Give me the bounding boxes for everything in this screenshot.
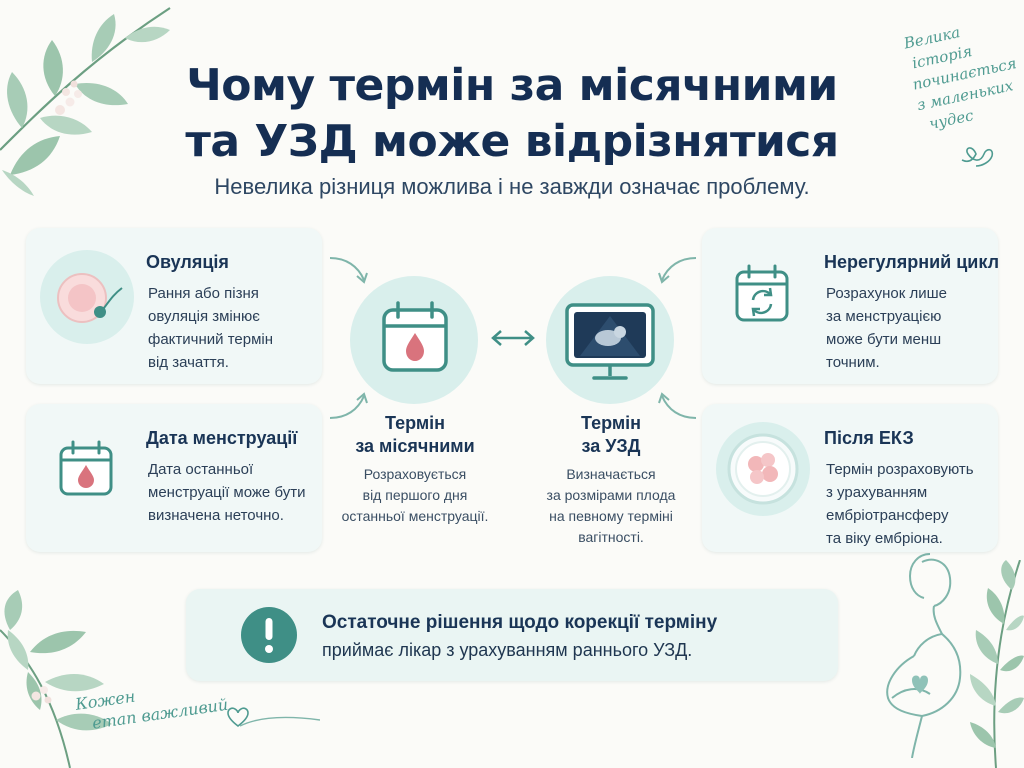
calendar-drop-icon xyxy=(382,301,448,372)
card-text-irregular-cycle: Розрахунок лише за менструацією може бут… xyxy=(826,285,947,371)
heart-icon xyxy=(227,707,249,728)
leaves-top-left-decoration xyxy=(0,7,171,196)
card-title-after-ivf: Після ЕКЗ xyxy=(824,428,914,448)
ultrasound-title: Термін за УЗД xyxy=(580,413,642,456)
wavy-line-decoration xyxy=(240,716,320,727)
calendar-cycle-icon xyxy=(735,264,789,322)
arrow-ovulation-to-period xyxy=(329,257,368,284)
period-description: Розраховується від першого дня останньої… xyxy=(341,466,489,524)
heart-icon xyxy=(961,147,994,167)
banner-text: приймає лікар з урахуванням раннього УЗД… xyxy=(322,640,693,660)
embryo-petri-icon xyxy=(727,433,799,505)
exclamation-icon xyxy=(241,607,297,663)
page-subtitle: Невелика різниця можлива і не завжди озн… xyxy=(214,174,810,199)
card-title-ovulation: Овуляція xyxy=(146,252,229,272)
double-arrow-icon xyxy=(491,330,535,346)
egg-sperm-icon xyxy=(57,273,123,323)
card-title-irregular-cycle: Нерегулярний цикл xyxy=(824,252,1000,272)
calendar-drop-icon xyxy=(59,440,113,496)
leaves-bottom-right-decoration xyxy=(970,560,1024,768)
arrow-ivf-to-ultrasound xyxy=(658,392,697,419)
ultrasound-description: Визначається за розмірами плода на певно… xyxy=(546,466,676,545)
page-title: Чому термін за місячними та УЗД може від… xyxy=(185,60,839,167)
pregnant-woman-illustration xyxy=(886,553,962,758)
ultrasound-monitor-icon xyxy=(565,303,655,380)
card-text-after-ivf: Термін розраховують з урахуванням ембріо… xyxy=(826,461,974,547)
banner-title: Остаточне рішення щодо корекції терміну xyxy=(322,612,718,633)
arrow-irregular-to-ultrasound xyxy=(658,257,697,284)
card-title-menstruation-date: Дата менструації xyxy=(146,428,298,448)
arrow-menstruation-to-period xyxy=(329,392,368,419)
card-text-menstruation-date: Дата останньої менструації може бути виз… xyxy=(148,461,306,524)
leaves-bottom-left-decoration xyxy=(0,590,112,768)
card-text-ovulation: Рання або пізня овуляція змінює фактични… xyxy=(148,285,274,371)
period-title: Термін за місячними xyxy=(355,413,475,456)
